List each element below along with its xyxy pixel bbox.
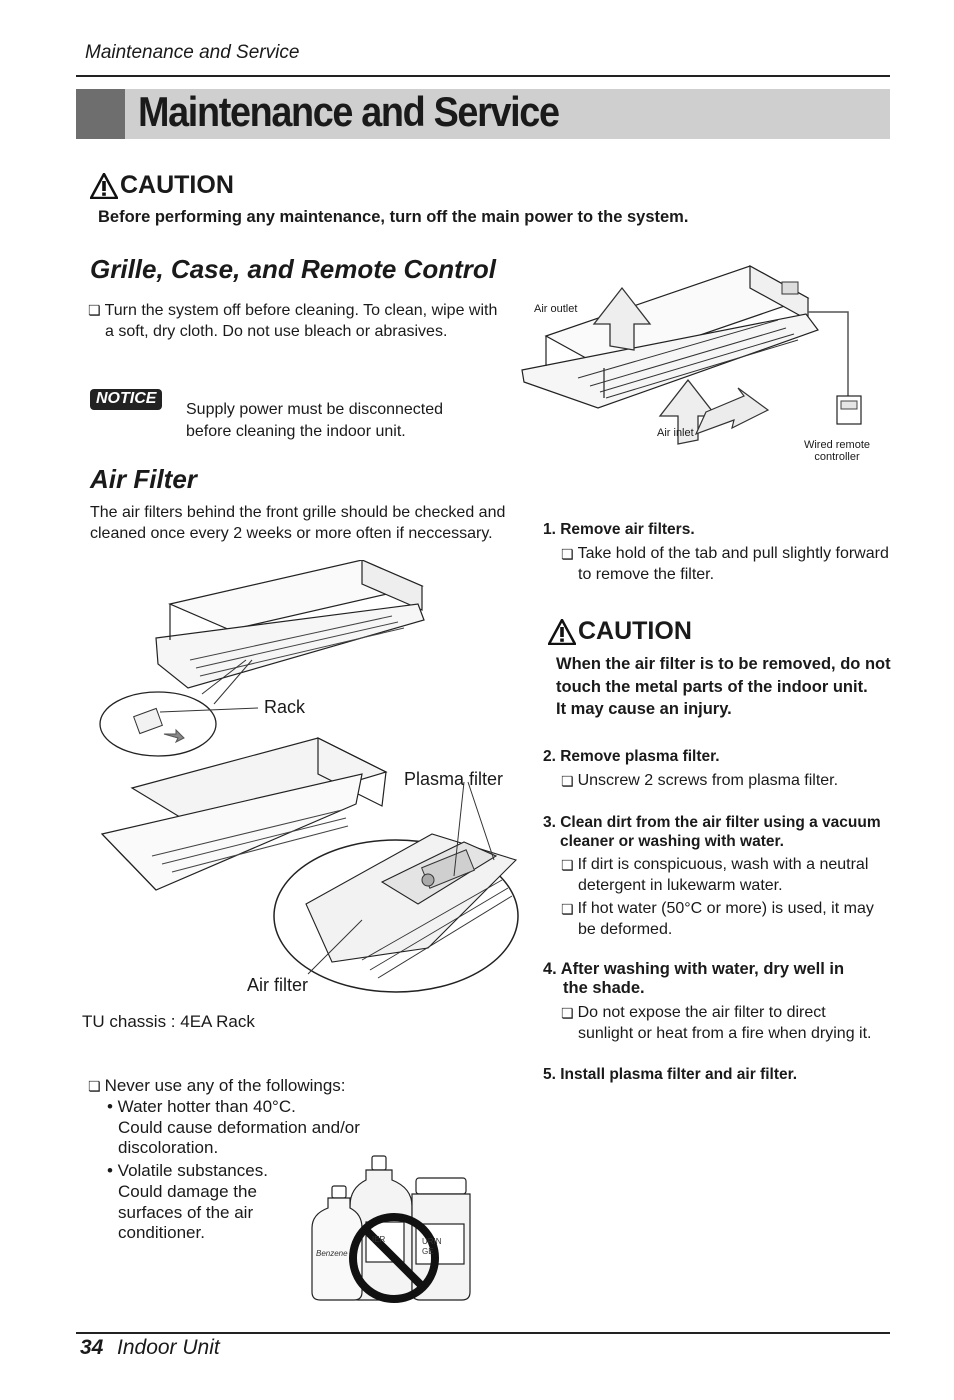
step2-title: 2. Remove plasma filter. (543, 748, 720, 765)
step2-bullet: ❏Unscrew 2 screws from plasma filter. (561, 771, 838, 792)
grille-bullet: ❏Turn the system off before cleaning. To… (88, 302, 498, 340)
header-rule (76, 75, 890, 77)
footer-rule (76, 1332, 890, 1334)
caution-heading: CAUTION (120, 171, 234, 199)
air-filter-intro: The air filters behind the front grille … (90, 504, 506, 542)
running-header: Maintenance and Service (85, 42, 300, 63)
step1-title: 1. Remove air filters. (543, 521, 695, 538)
notice-text: Supply power must be disconnected before… (186, 401, 444, 440)
page-title: Maintenance and Service (138, 88, 560, 135)
caution-filter: CAUTION (548, 617, 692, 646)
step4-title: 4. After washing with water, dry well in… (543, 960, 845, 997)
prohibited-icon (349, 1213, 439, 1303)
caution-filter-heading: CAUTION (578, 617, 692, 645)
checkbox-bullet-icon: ❏ (561, 901, 574, 917)
step1-bullet: ❏Take hold of the tab and pull slightly … (561, 545, 889, 583)
never-use-list: ❏Never use any of the followings: • Wate… (88, 1076, 360, 1243)
step3-title: 3. Clean dirt from the air filter using … (543, 814, 881, 850)
bottle-label-thinner: IER (372, 1235, 386, 1244)
warning-triangle-icon (548, 618, 576, 645)
checkbox-bullet-icon: ❏ (88, 302, 101, 318)
remote-label: Wired remote controller (803, 439, 871, 463)
air-inlet-label: Air inlet (657, 427, 694, 439)
air-outlet-label: Air outlet (534, 303, 578, 315)
caution-main-text: Before performing any maintenance, turn … (98, 208, 689, 226)
notice-badge: NOTICE (90, 389, 163, 410)
plasma-filter-label: Plasma filter (404, 769, 504, 789)
warning-triangle-icon (90, 172, 118, 199)
wired-remote-icon (836, 395, 862, 425)
solvent-bottles-figure: Benzene IER URIN GE (311, 1155, 471, 1303)
air-filter-label: Air filter (247, 975, 309, 995)
indoor-unit-figure (521, 264, 862, 445)
caution-main: CAUTION (90, 171, 234, 200)
checkbox-bullet-icon: ❏ (561, 773, 574, 789)
checkbox-bullet-icon: ❏ (561, 546, 574, 562)
chassis-note: TU chassis : 4EA Rack (82, 1012, 255, 1031)
checkbox-bullet-icon: ❏ (561, 857, 574, 873)
checkbox-bullet-icon: ❏ (561, 1005, 574, 1021)
title-bar (76, 89, 890, 139)
air-filter-figure (99, 560, 519, 993)
bottle-label-scouring-2: GE (422, 1247, 434, 1256)
bottle-label-benzene: Benzene (316, 1249, 348, 1258)
step5-title: 5. Install plasma filter and air filter. (543, 1066, 798, 1083)
caution-filter-text: When the air filter is to be removed, do… (556, 655, 891, 718)
step4-bullet: ❏Do not expose the air filter to direct … (561, 1004, 872, 1042)
page-number: 34 (80, 1336, 104, 1359)
grille-heading: Grille, Case, and Remote Control (90, 254, 496, 284)
step3-bullets: ❏If dirt is conspicuous, wash with a neu… (561, 856, 874, 938)
bottle-label-scouring-1: URIN (422, 1237, 442, 1246)
checkbox-bullet-icon: ❏ (88, 1078, 101, 1094)
footer-section: Indoor Unit (117, 1336, 220, 1359)
air-filter-heading: Air Filter (90, 464, 197, 494)
rack-label: Rack (264, 697, 306, 717)
title-block (76, 89, 125, 139)
